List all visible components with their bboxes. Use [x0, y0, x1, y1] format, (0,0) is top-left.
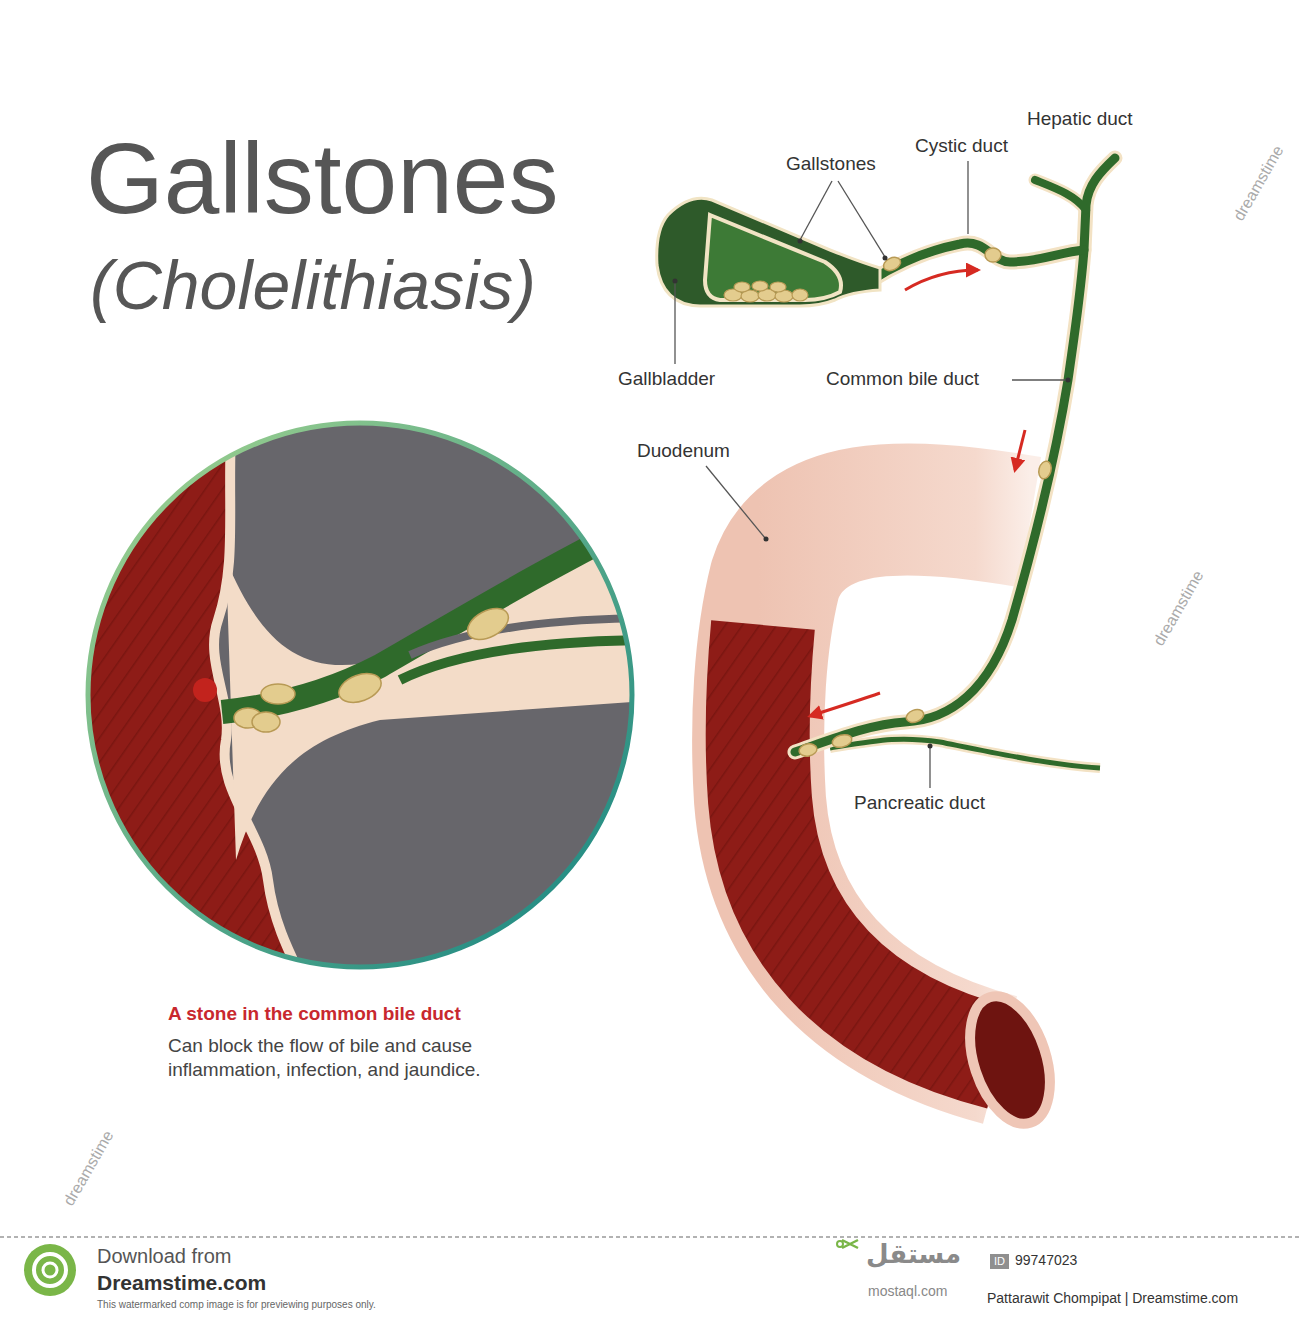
part-label: Gallbladder — [618, 368, 715, 390]
caption-body: Can block the flow of bile and cause inf… — [168, 1034, 553, 1083]
watermark: dreamstime — [60, 1128, 118, 1210]
image-id: 99747023 — [1015, 1252, 1077, 1268]
magnified-view — [70, 410, 660, 985]
watermark: This watermarked comp image is for previ… — [97, 1299, 376, 1311]
leader-lines — [675, 161, 1066, 788]
part-label: Gallstones — [786, 153, 876, 175]
bile-duct-drawing — [795, 158, 1115, 757]
part-label: Cystic duct — [915, 135, 1008, 157]
watermark: mostaql.com — [868, 1283, 947, 1299]
watermark: Dreamstime.com — [97, 1271, 266, 1295]
pancreatic-duct-drawing — [830, 739, 1100, 768]
part-label: Pancreatic duct — [854, 792, 985, 814]
watermark: مستقل — [866, 1240, 961, 1270]
gallbladder-drawing — [657, 198, 880, 306]
credit: Pattarawit Chompipat | Dreamstime.com — [987, 1290, 1238, 1306]
part-label: Duodenum — [637, 440, 730, 462]
part-label: Hepatic duct — [1027, 108, 1133, 130]
subtitle: (Cholelithiasis) — [90, 245, 536, 327]
part-label: Common bile duct — [826, 368, 979, 390]
caption-heading: A stone in the common bile duct — [168, 1003, 461, 1025]
id-badge: ID — [990, 1254, 1009, 1269]
footer-bar — [0, 1237, 1300, 1296]
watermark: dreamstime — [1230, 143, 1288, 225]
watermark: dreamstime — [1150, 568, 1208, 650]
watermark: Download from — [97, 1245, 232, 1268]
leader-dots — [673, 239, 1071, 749]
flow-arrows — [810, 270, 1025, 716]
title: Gallstones — [86, 128, 558, 228]
